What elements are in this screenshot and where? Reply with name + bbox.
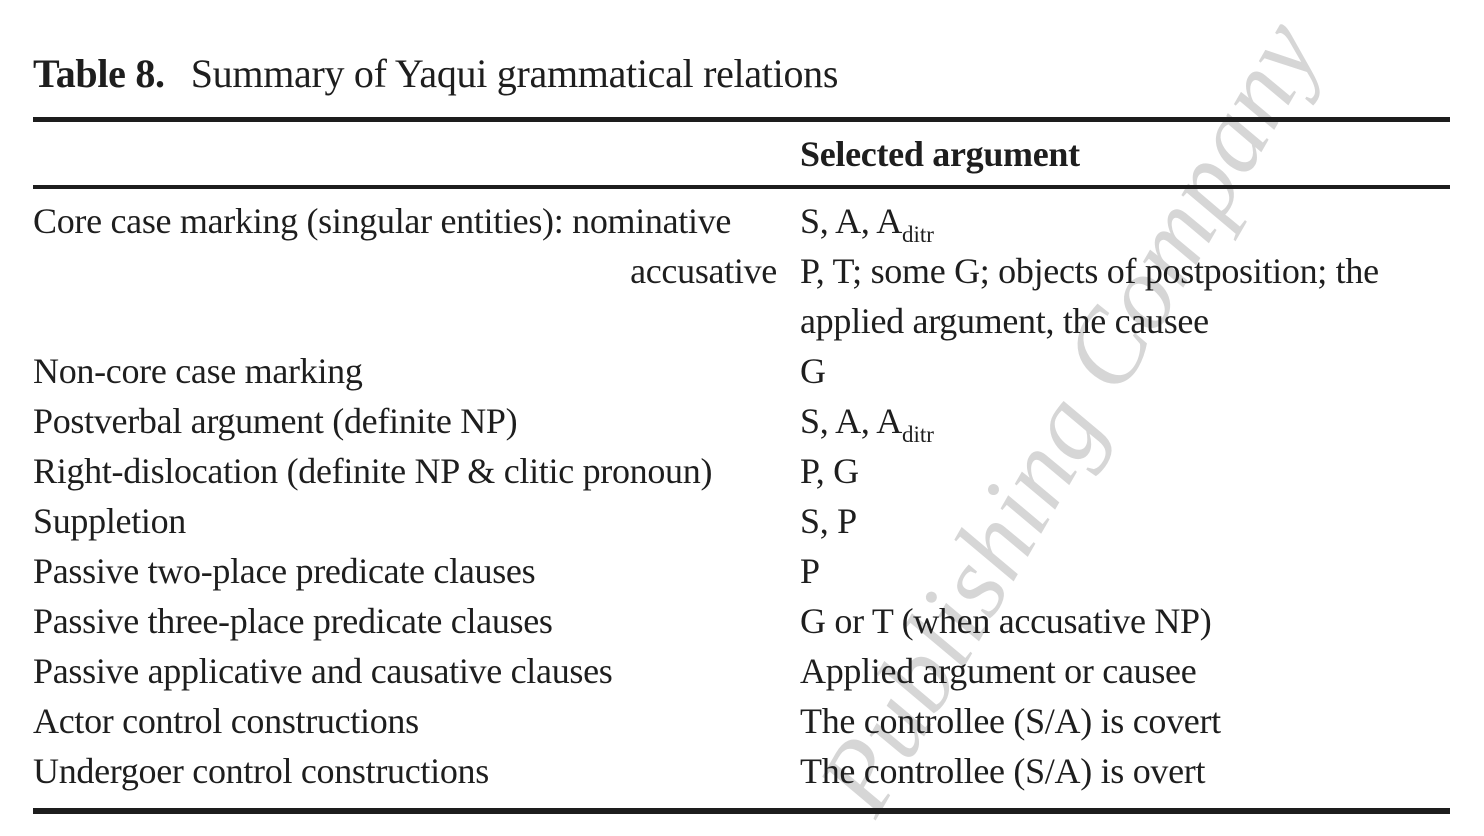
construction-cell: Undergoer control constructions	[33, 751, 489, 791]
argument-line: S, A, Aditr	[800, 196, 1450, 246]
argument-cell: G or T (when accusative NP)	[800, 601, 1212, 641]
construction-cell: Passive two-place predicate clauses	[33, 551, 536, 591]
argument-cell: S, A, Aditr	[800, 396, 1450, 446]
construction-cell: Suppletion	[33, 501, 187, 541]
table-row-passive-applicative-causative: Passive applicative and causative clause…	[33, 646, 1450, 696]
argument-cell: G	[800, 351, 826, 391]
construction-line-accusative: accusative	[630, 251, 777, 291]
argument-cell: The controllee (S/A) is covert	[800, 701, 1221, 741]
table-caption-text: Summary of Yaqui grammatical relations	[190, 51, 839, 96]
table-row-non-core-case-marking: Non-core case marking G	[33, 346, 1450, 396]
argument-cell: P, G	[800, 451, 859, 491]
argument-cell: P	[800, 551, 820, 591]
table-row-passive-three-place: Passive three-place predicate clauses G …	[33, 596, 1450, 646]
table-header-row: Selected argument	[33, 119, 1450, 189]
construction-cell: Right-dislocation (definite NP & clitic …	[33, 451, 713, 491]
construction-cell: Core case marking (singular entities): n…	[33, 187, 800, 346]
table-caption-label: Table 8.	[33, 51, 165, 96]
header-selected-argument: Selected argument	[800, 119, 1450, 189]
header-construction-cell	[33, 119, 800, 189]
table-row-undergoer-control: Undergoer control constructions The cont…	[33, 746, 1450, 811]
argument-line: applied argument, the causee	[800, 301, 1209, 341]
argument-text: S, A, A	[800, 401, 902, 441]
argument-cell: The controllee (S/A) is overt	[800, 751, 1206, 791]
table-row-core-case-marking: Core case marking (singular entities): n…	[33, 187, 1450, 346]
construction-line-nominative: Core case marking (singular entities): n…	[33, 201, 732, 241]
table-row-actor-control: Actor control constructions The controll…	[33, 696, 1450, 746]
argument-cell: S, A, Aditr P, T; some G; objects of pos…	[800, 187, 1450, 346]
construction-cell: Passive applicative and causative clause…	[33, 651, 613, 691]
argument-cell: S, P	[800, 501, 857, 541]
table-row-passive-two-place: Passive two-place predicate clauses P	[33, 546, 1450, 596]
subscript-ditr: ditr	[901, 222, 934, 247]
construction-cell: Actor control constructions	[33, 701, 419, 741]
argument-cell: Applied argument or causee	[800, 651, 1197, 691]
table-caption: Table 8. Summary of Yaqui grammatical rel…	[33, 49, 838, 99]
table-row-postverbal-argument: Postverbal argument (definite NP) S, A, …	[33, 396, 1450, 446]
construction-cell: Non-core case marking	[33, 351, 363, 391]
argument-text: S, A, A	[800, 201, 902, 241]
table-row-right-dislocation: Right-dislocation (definite NP & clitic …	[33, 446, 1450, 496]
subscript-ditr: ditr	[901, 422, 934, 447]
construction-cell: Postverbal argument (definite NP)	[33, 401, 518, 441]
construction-cell: Passive three-place predicate clauses	[33, 601, 553, 641]
argument-line: P, T; some G; objects of postposition; t…	[800, 251, 1379, 291]
grammatical-relations-table: Selected argument Core case marking (sin…	[33, 117, 1450, 814]
table-row-suppletion: Suppletion S, P	[33, 496, 1450, 546]
